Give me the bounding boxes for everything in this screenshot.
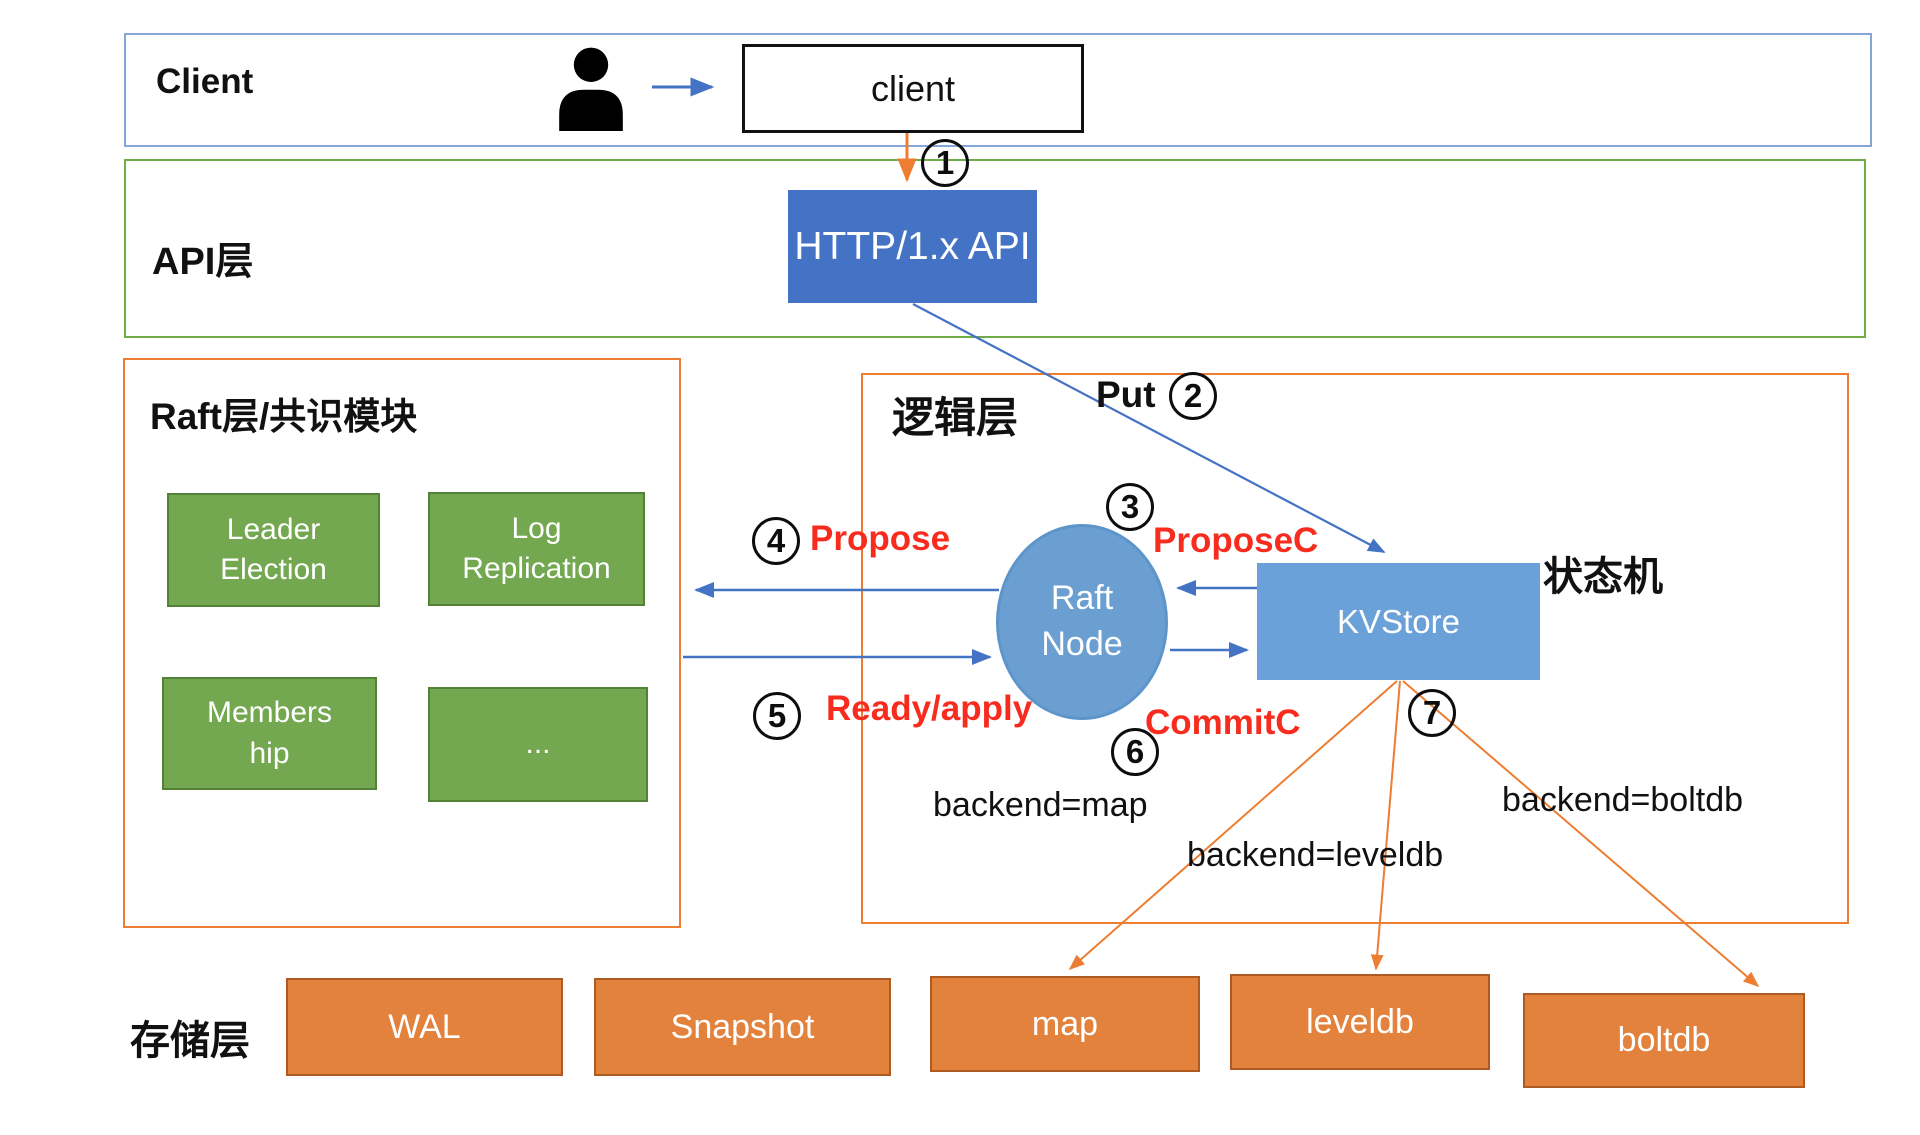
storage-leveldb: leveldb bbox=[1230, 974, 1490, 1070]
client-layer-box bbox=[124, 33, 1872, 147]
raft-module-membership: Members hip bbox=[162, 677, 377, 790]
step-2-badge: 2 bbox=[1169, 372, 1217, 420]
raft-layer-title: Raft层/共识模块 bbox=[150, 396, 418, 437]
ready-apply-annotation: Ready/apply bbox=[826, 689, 1033, 728]
storage-boltdb: boltdb bbox=[1523, 993, 1805, 1088]
http-api-node: HTTP/1.x API bbox=[788, 190, 1037, 303]
propose-annotation: Propose bbox=[810, 519, 951, 558]
storage-snapshot: Snapshot bbox=[594, 978, 891, 1076]
step-7-badge: 7 bbox=[1408, 689, 1456, 737]
logic-layer-label: 逻辑层 bbox=[892, 394, 1019, 441]
step-1-badge: 1 bbox=[921, 139, 969, 187]
step-4-badge: 4 bbox=[752, 517, 800, 565]
step-6-badge: 6 bbox=[1111, 728, 1159, 776]
client-node: client bbox=[742, 44, 1084, 133]
raft-module-leader-election: Leader Election bbox=[167, 493, 380, 607]
state-machine-label: 状态机 bbox=[1543, 555, 1663, 599]
storage-wal: WAL bbox=[286, 978, 563, 1076]
raft-node: Raft Node bbox=[996, 524, 1168, 720]
raft-module-log-replication: Log Replication bbox=[428, 492, 645, 606]
client-layer-label: Client bbox=[156, 62, 254, 101]
step-5-badge: 5 bbox=[753, 692, 801, 740]
step-3-badge: 3 bbox=[1106, 483, 1154, 531]
raft-module-more: ... bbox=[428, 687, 648, 802]
proposec-annotation: ProposeC bbox=[1153, 521, 1319, 560]
commitc-annotation: CommitC bbox=[1145, 703, 1301, 742]
api-layer-label: API层 bbox=[152, 241, 254, 283]
kvstore-node: KVStore bbox=[1257, 563, 1540, 680]
backend-map-annotation: backend=map bbox=[933, 786, 1148, 824]
backend-leveldb-annotation: backend=leveldb bbox=[1187, 836, 1444, 874]
storage-map: map bbox=[930, 976, 1200, 1072]
put-annotation: Put bbox=[1096, 374, 1156, 415]
storage-layer-label: 存储层 bbox=[130, 1019, 250, 1063]
raft-layer-box bbox=[123, 358, 681, 928]
backend-boltdb-annotation: backend=boltdb bbox=[1502, 781, 1744, 819]
user-icon bbox=[548, 44, 634, 132]
